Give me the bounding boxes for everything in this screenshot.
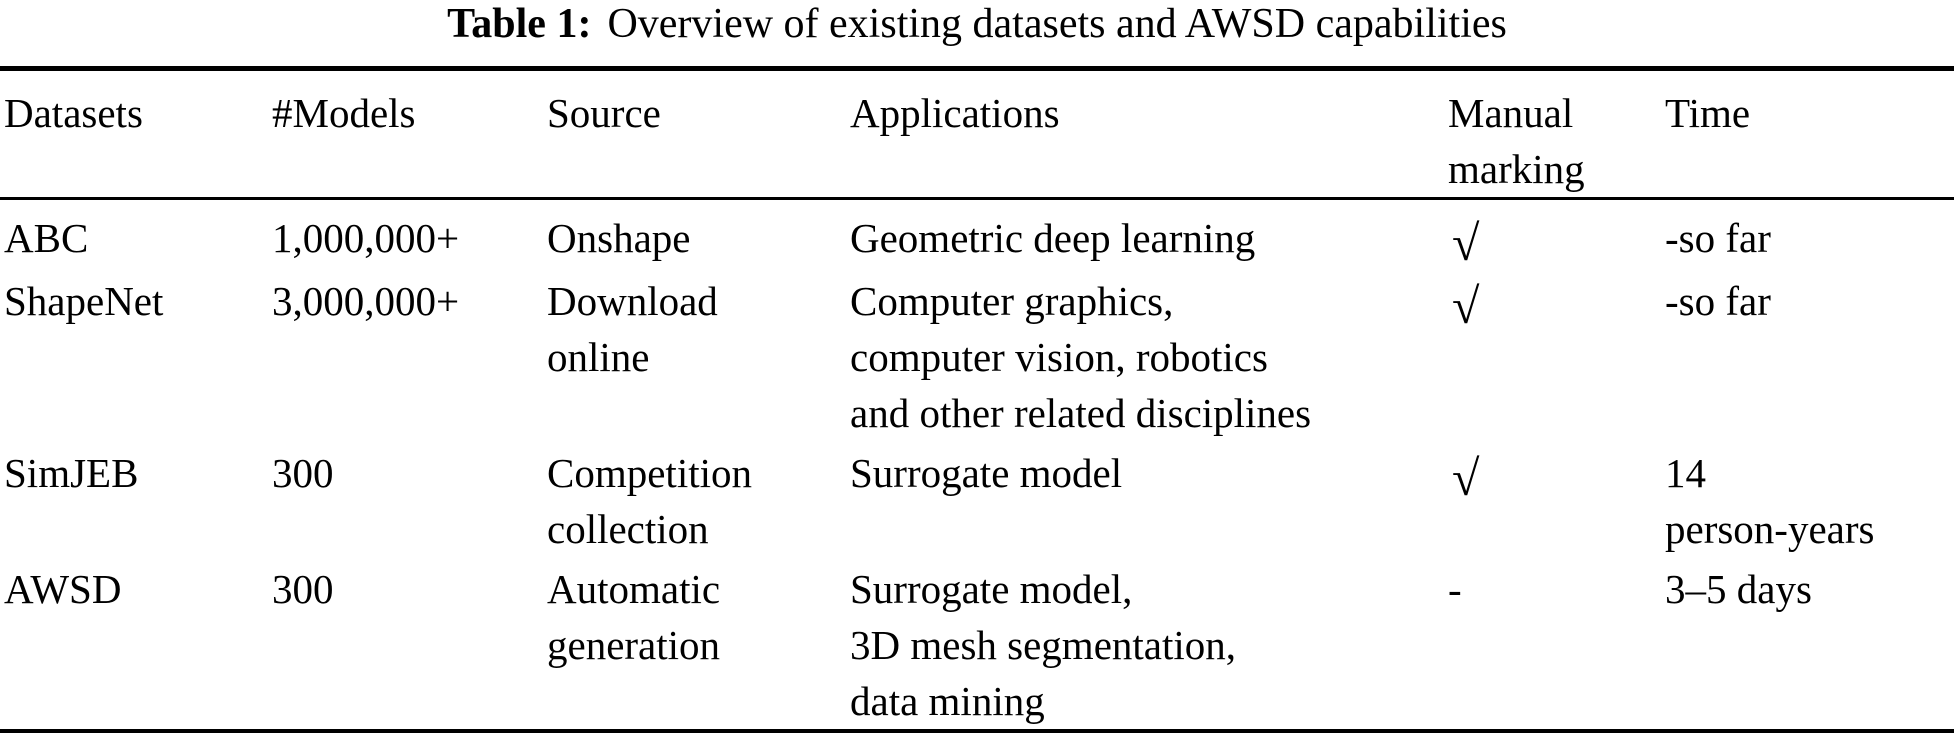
cell-models: 300: [272, 566, 334, 612]
cell-time: -so far: [1665, 278, 1771, 324]
col-header-datasets: Datasets: [4, 90, 143, 136]
cell-source: Onshape: [547, 215, 691, 261]
manual-marking-value: -: [1448, 566, 1462, 612]
cell-manual-marking: -: [1448, 561, 1665, 729]
cell-manual-marking: √: [1448, 210, 1665, 271]
cell-time: -so far: [1665, 215, 1771, 261]
cell-source: Automatic generation: [547, 566, 721, 668]
cell-models: 1,000,000+: [272, 215, 460, 261]
cell-applications: Geometric deep learning: [850, 215, 1256, 261]
cell-models: 300: [272, 450, 334, 496]
table-caption-text: Overview of existing datasets and AWSD c…: [607, 1, 1507, 47]
col-header-manual-marking: Manual marking: [1448, 90, 1585, 192]
col-header-applications: Applications: [850, 90, 1060, 136]
table-row-shapenet: ShapeNet 3,000,000+ Download online Comp…: [0, 273, 1954, 441]
cell-applications: Surrogate model: [850, 450, 1123, 496]
col-header-time: Time: [1665, 90, 1751, 136]
col-header-source: Source: [547, 90, 661, 136]
checkmark-icon: √: [1452, 215, 1480, 271]
table-header-row: Datasets #Models Source Applications Man…: [0, 71, 1954, 197]
cell-dataset: ShapeNet: [4, 278, 164, 324]
table-header-rule: [0, 197, 1954, 200]
table-bottom-rule: [0, 729, 1954, 733]
checkmark-icon: √: [1452, 278, 1480, 334]
cell-dataset: SimJEB: [4, 450, 139, 496]
table-row-abc: ABC 1,000,000+ Onshape Geometric deep le…: [0, 210, 1954, 271]
cell-source: Download online: [547, 278, 718, 380]
cell-manual-marking: √: [1448, 445, 1665, 557]
table-row-awsd: AWSD 300 Automatic generation Surrogate …: [0, 561, 1954, 729]
table-row-simjeb: SimJEB 300 Competition collection Surrog…: [0, 445, 1954, 557]
cell-source: Competition collection: [547, 450, 752, 552]
cell-models: 3,000,000+: [272, 278, 460, 324]
table-top-rule: [0, 66, 1954, 71]
cell-dataset: AWSD: [4, 566, 122, 612]
cell-time: 3–5 days: [1665, 566, 1812, 612]
cell-dataset: ABC: [4, 215, 89, 261]
col-header-models: #Models: [272, 90, 416, 136]
cell-applications: Surrogate model, 3D mesh segmentation, d…: [850, 566, 1237, 724]
cell-applications: Computer graphics, computer vision, robo…: [850, 278, 1312, 436]
table-caption-label: Table 1:: [447, 1, 592, 47]
table-body: ABC 1,000,000+ Onshape Geometric deep le…: [0, 200, 1954, 729]
cell-manual-marking: √: [1448, 273, 1665, 441]
checkmark-icon: √: [1452, 450, 1480, 506]
cell-time: 14 person-years: [1665, 450, 1875, 552]
table-caption: Table 1: Overview of existing datasets an…: [0, 2, 1954, 46]
